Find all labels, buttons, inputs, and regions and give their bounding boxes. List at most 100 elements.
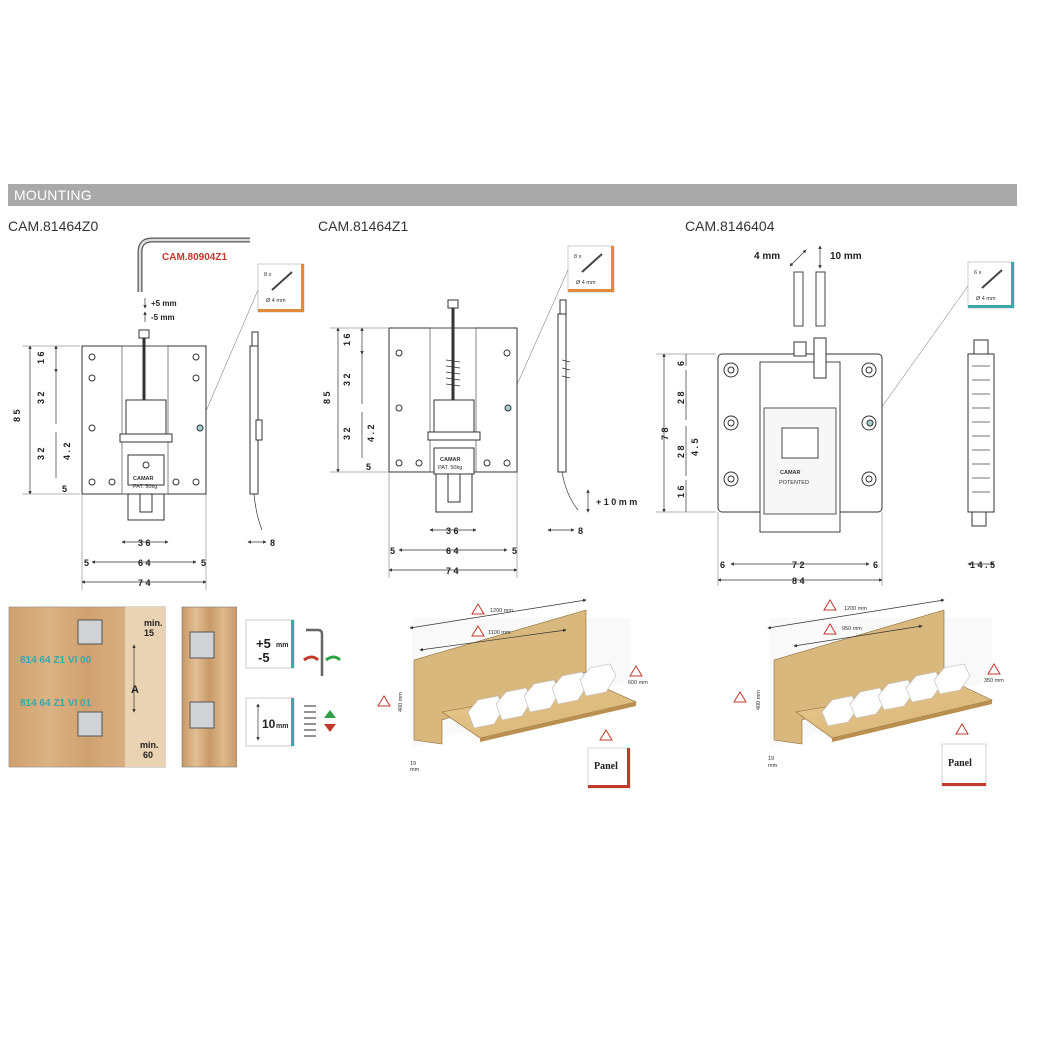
svg-text:8 5: 8 5	[12, 409, 22, 422]
svg-text:8: 8	[578, 526, 583, 536]
svg-text:8 x: 8 x	[264, 272, 272, 278]
svg-text:PAT. 50kg: PAT. 50kg	[133, 484, 157, 490]
svg-text:Panel: Panel	[594, 761, 618, 772]
adjust-minus5: -5	[258, 650, 270, 665]
depth-label: 600 mm	[628, 680, 648, 686]
svg-text:8 x: 8 x	[574, 254, 582, 260]
svg-text:5: 5	[366, 462, 371, 472]
svg-text:min.: min.	[140, 740, 159, 750]
svg-text:min.: min.	[144, 618, 163, 628]
screw-icon	[981, 269, 1003, 289]
svg-text:19: 19	[410, 761, 416, 767]
svg-text:7 4: 7 4	[138, 578, 151, 588]
svg-text:5: 5	[84, 558, 89, 568]
svg-text:6: 6	[873, 560, 878, 570]
svg-text:4 . 2: 4 . 2	[366, 424, 376, 442]
svg-text:3 2: 3 2	[342, 427, 352, 440]
svg-text:CAMAR: CAMAR	[440, 457, 460, 463]
svg-text:4 . 5: 4 . 5	[690, 438, 700, 456]
svg-text:8: 8	[270, 538, 275, 548]
screw-badge: 8 x Ø 4 mm	[567, 245, 615, 293]
screw-icon	[271, 271, 293, 291]
svg-text:7 4: 7 4	[446, 566, 459, 576]
svg-text:6: 6	[720, 560, 725, 570]
warning-icon	[377, 603, 643, 741]
product-code-1: CAM.81464Z0	[8, 218, 99, 234]
height-label: 400 mm	[756, 690, 762, 710]
svg-text:Ø 4 mm: Ø 4 mm	[576, 280, 596, 286]
bracket-drawing-z1: 8 x Ø 4 mm CAMAR PAT. 50kg 8 5 1 6 3 2 3…	[322, 245, 637, 578]
allen-key-icon	[306, 628, 324, 676]
shelf-figure-b: 1200 mm 950 mm 350 mm 400 mm 19 mm Panel	[733, 598, 1004, 787]
svg-text:5: 5	[390, 546, 395, 556]
svg-text:6: 6	[676, 361, 686, 366]
adjust-plus-label: +5 mm	[151, 299, 177, 308]
key-code-label: CAM.80904Z1	[162, 252, 227, 263]
distance-label: A	[131, 684, 139, 696]
product-code-3: CAM.8146404	[685, 218, 775, 234]
svg-text:19: 19	[768, 756, 774, 762]
width-outer-label: 1200 mm	[490, 608, 513, 614]
bracket-drawing-z0: CAM.80904Z1 +5 mm -5 mm 8 x Ø 4 mm CAM	[12, 237, 305, 590]
svg-text:5: 5	[201, 558, 206, 568]
svg-text:1 6: 1 6	[676, 485, 686, 498]
svg-text:8 4: 8 4	[792, 576, 805, 586]
adjust-h-label: 4 mm	[754, 251, 780, 262]
product-code-2: CAM.81464Z1	[318, 218, 409, 234]
svg-text:5: 5	[62, 484, 67, 494]
svg-text:5: 5	[512, 546, 517, 556]
svg-text:+ 1 0 m m: + 1 0 m m	[596, 497, 637, 507]
svg-text:3 2: 3 2	[342, 373, 352, 386]
bracket-drawing-8146404: 4 mm 10 mm 6 x Ø 4 mm CAMAR POTENTED	[656, 245, 1015, 586]
code-label-a: 814 64 Z1 VI 00	[20, 655, 92, 666]
svg-text:2 8: 2 8	[676, 391, 686, 404]
adjust-ten: 10	[262, 717, 276, 731]
svg-text:mm: mm	[768, 763, 778, 769]
svg-text:CAMAR: CAMAR	[133, 476, 153, 482]
adjust-plus5: +5	[256, 636, 271, 651]
width-inner-label: 1100 mm	[488, 630, 511, 636]
svg-text:PAT. 50kg: PAT. 50kg	[438, 465, 462, 471]
arrow-up-icon	[324, 710, 336, 718]
svg-text:6 4: 6 4	[138, 558, 151, 568]
depth-label: 350 mm	[984, 678, 1004, 684]
height-label: 400 mm	[398, 692, 404, 712]
svg-text:mm: mm	[276, 723, 288, 730]
section-title: MOUNTING	[14, 187, 92, 203]
svg-text:8 5: 8 5	[322, 391, 332, 404]
svg-text:6 4: 6 4	[446, 546, 459, 556]
svg-text:mm: mm	[276, 642, 288, 649]
adjust-minus-label: -5 mm	[151, 313, 175, 322]
code-label-b: 814 64 Z1 VI 01	[20, 698, 92, 709]
rotate-right-icon	[325, 655, 342, 662]
svg-text:7 2: 7 2	[792, 560, 805, 570]
rotate-left-icon	[303, 655, 320, 662]
screw-icon	[581, 253, 603, 273]
spring-icon	[304, 705, 316, 737]
svg-text:15: 15	[144, 628, 154, 638]
adjustment-figure: +5 -5 mm 10 mm	[181, 606, 372, 768]
svg-text:60: 60	[143, 750, 153, 760]
svg-text:3 6: 3 6	[446, 526, 459, 536]
adjust-v-label: 10 mm	[830, 251, 862, 262]
svg-text:1 6: 1 6	[36, 351, 46, 364]
svg-text:mm: mm	[410, 767, 420, 773]
allen-key-icon	[137, 237, 250, 292]
width-outer-label: 1200 mm	[844, 606, 867, 612]
svg-text:3 6: 3 6	[138, 538, 151, 548]
panel-tag	[941, 743, 987, 787]
panel-spacing-figure: 814 64 Z1 VI 00 814 64 Z1 VI 01 A min. 1…	[8, 606, 166, 768]
svg-text:6 x: 6 x	[974, 270, 982, 276]
svg-text:7 8: 7 8	[660, 427, 670, 440]
shelf-figure-a: 1200 mm 1100 mm 600 mm 400 mm 19 mm Pane…	[377, 598, 648, 789]
svg-text:CAMAR: CAMAR	[780, 470, 800, 476]
width-inner-label: 950 mm	[842, 626, 862, 632]
svg-text:1 6: 1 6	[342, 333, 352, 346]
svg-text:3 2: 3 2	[36, 447, 46, 460]
svg-text:1 4 . 5: 1 4 . 5	[970, 560, 995, 570]
screw-badge: 8 x Ø 4 mm	[257, 263, 305, 313]
section-header: MOUNTING	[8, 184, 1017, 206]
arrow-down-icon	[324, 724, 336, 732]
svg-text:4 . 2: 4 . 2	[62, 442, 72, 460]
